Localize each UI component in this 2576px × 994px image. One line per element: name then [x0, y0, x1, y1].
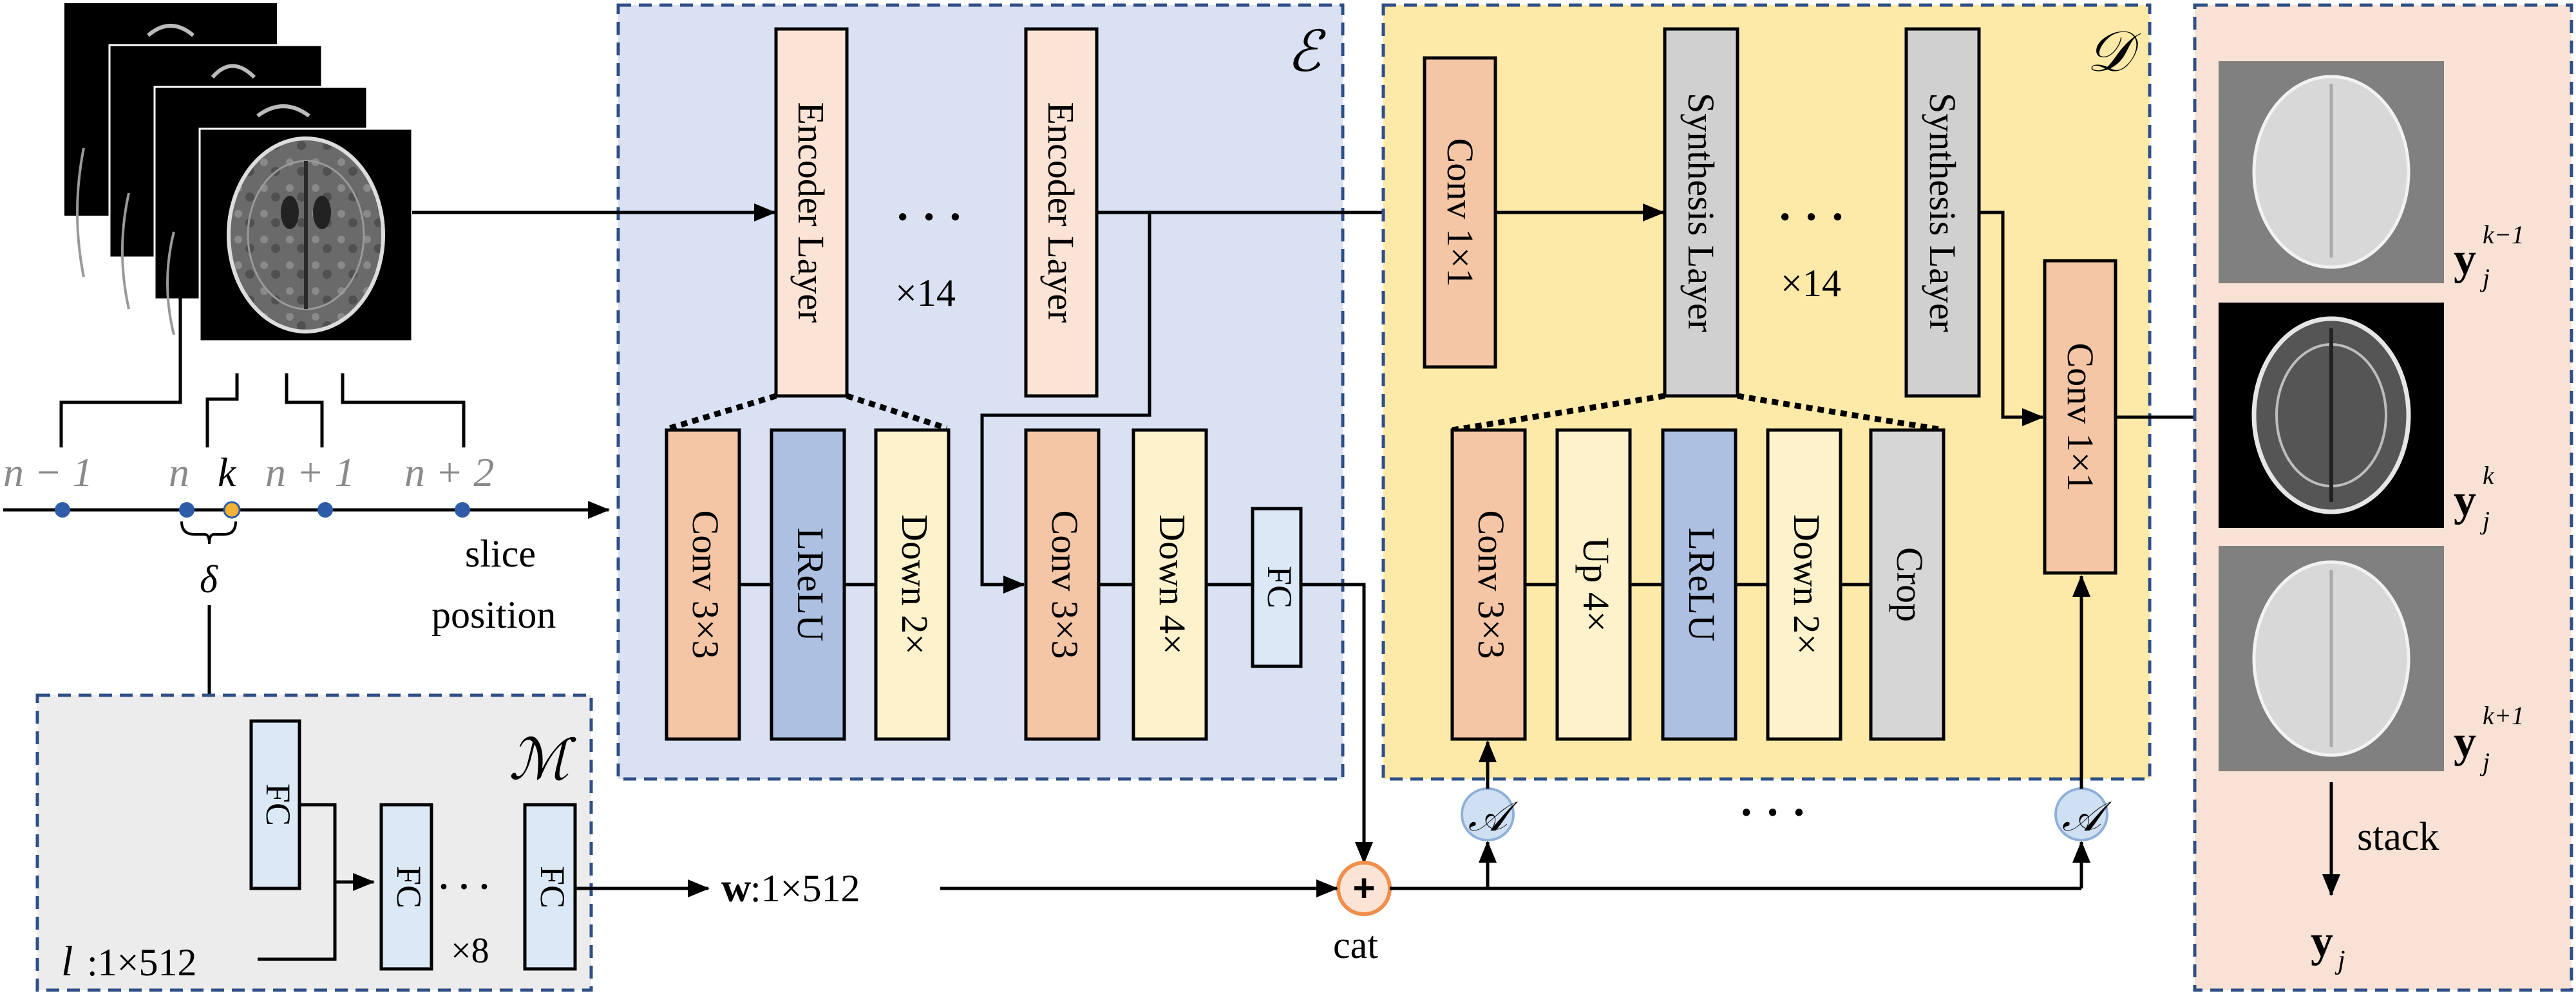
encoder-dots: · · ·	[895, 192, 963, 242]
y-final-sub: j	[2334, 946, 2345, 975]
axis-label-slice: slice	[465, 532, 536, 575]
decoder-conv3x3	[1450, 428, 1527, 741]
decoder-conv1x1-out	[2043, 259, 2117, 575]
synthesis-layer-first-label: Synthesis Layer	[1680, 93, 1722, 332]
y-sub-k: j	[2479, 506, 2490, 535]
y-final: y	[2311, 917, 2333, 966]
slice-label-n: n	[169, 449, 189, 495]
encoder-down4x-label: Down 4×	[1151, 514, 1193, 655]
output-slice-k	[2219, 303, 2444, 528]
decoder-crop	[1869, 428, 1946, 741]
decoder-conv3x3-label: Conv 3×3	[1470, 511, 1512, 659]
delta-symbol: δ	[200, 558, 218, 601]
decoder-repeat: ×14	[1781, 262, 1841, 305]
slice-label-k: k	[218, 449, 237, 495]
mapping-fc-input	[249, 719, 301, 890]
mapping-fc-last-label: FC	[533, 866, 572, 908]
encoder-final-conv3x3-label: Conv 3×3	[1044, 511, 1086, 659]
slice-label-n-minus-1: n − 1	[3, 449, 93, 495]
encoder-down2x	[874, 428, 951, 741]
affine-dots: · · ·	[1739, 788, 1806, 838]
style-w: w	[721, 865, 751, 910]
mapping-symbol: ℳ	[509, 729, 576, 792]
y-label-k-minus-1: y	[2454, 234, 2476, 284]
decoder-conv1x1-out-label: Conv 1×1	[2060, 343, 2101, 492]
slice-label-n-plus-1: n + 1	[265, 449, 355, 495]
decoder-lrelu-label: LReLU	[1681, 527, 1723, 641]
latent-l: l	[61, 938, 73, 985]
encoder-fc-label: FC	[1260, 566, 1299, 608]
stack-label: stack	[2357, 815, 2439, 859]
y-label-k: y	[2454, 476, 2476, 525]
concat-label: cat	[1333, 924, 1378, 966]
encoder-down4x	[1132, 428, 1208, 741]
axis-label-position: position	[431, 594, 556, 636]
delta-brace	[180, 521, 237, 545]
decoder-lrelu	[1661, 428, 1738, 741]
latent-l-dim: :1×512	[87, 941, 197, 984]
y-sub-k-plus-1: j	[2479, 747, 2490, 776]
y-sup-k-minus-1: k−1	[2483, 220, 2524, 249]
y-sup-k: k	[2483, 461, 2495, 490]
decoder-conv1x1-in	[1423, 56, 1497, 369]
mapping-fc-first-label: FC	[390, 866, 428, 908]
encoder-conv3x3-label: Conv 3×3	[685, 511, 726, 659]
slice-points	[55, 501, 470, 519]
encoder-layer-last-label: Encoder Layer	[1040, 102, 1082, 323]
decoder-crop-label: Crop	[1889, 547, 1931, 622]
encoder-conv3x3	[665, 428, 741, 741]
mapping-panel	[35, 693, 593, 992]
decoder-dots: · · ·	[1777, 192, 1845, 242]
mapping-fc-input-label: FC	[259, 783, 298, 826]
mapping-repeat: ×8	[451, 931, 489, 971]
y-sub-k-minus-1: j	[2479, 263, 2490, 292]
synthesis-layer-first	[1663, 27, 1739, 398]
output-slice-k-minus-1	[2219, 61, 2444, 283]
decoder-down2x	[1766, 428, 1842, 741]
synthesis-layer-last	[1904, 27, 1981, 398]
concat-symbol: +	[1352, 867, 1375, 910]
encoder-layer-first-label: Encoder Layer	[790, 102, 832, 323]
output-slice-k-plus-1	[2219, 546, 2444, 771]
decoder-up4x-label: Up 4×	[1575, 537, 1617, 632]
style-w-dim: :1×512	[750, 867, 860, 910]
decoder-conv1x1-in-label: Conv 1×1	[1439, 138, 1481, 287]
encoder-repeat: ×14	[895, 272, 956, 314]
input-slice-stack	[64, 3, 413, 342]
slice-connectors	[59, 212, 466, 447]
encoder-layer-last	[1024, 27, 1099, 398]
encoder-lrelu	[770, 428, 846, 741]
slice-label-n-plus-2: n + 2	[404, 449, 494, 495]
y-sup-k-plus-1: k+1	[2483, 701, 2524, 730]
y-label-k-plus-1: y	[2454, 717, 2476, 767]
decoder-down2x-label: Down 2×	[1786, 514, 1828, 655]
encoder-layer-first	[774, 27, 849, 398]
synthesis-layer-last-label: Synthesis Layer	[1922, 93, 1964, 332]
mapping-fc-last	[523, 803, 577, 971]
encoder-down2x-label: Down 2×	[894, 514, 936, 655]
mapping-dots: · · ·	[438, 867, 490, 906]
encoder-fc	[1251, 507, 1303, 668]
encoder-lrelu-label: LReLU	[790, 527, 831, 641]
mapping-fc-first	[379, 803, 433, 971]
encoder-symbol: ℰ	[1287, 21, 1326, 84]
